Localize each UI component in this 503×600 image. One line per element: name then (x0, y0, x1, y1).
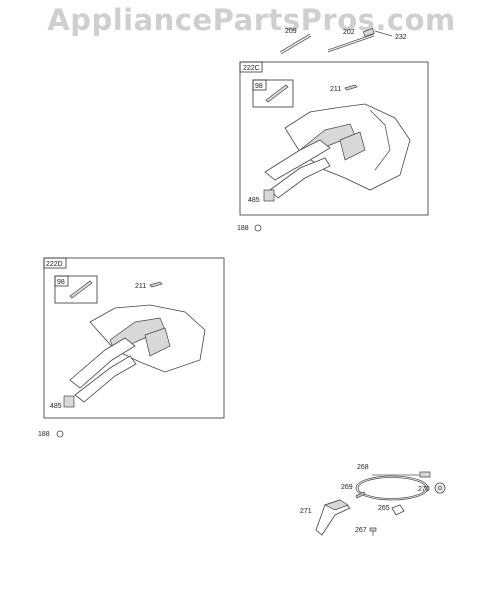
part-271[interactable]: 271 (300, 499, 351, 536)
part-label-269: 269 (341, 484, 353, 491)
part-label-267: 267 (355, 527, 367, 534)
part-232[interactable]: 232 (374, 30, 407, 41)
assembly-label-222c: 222C (243, 65, 260, 72)
part-202[interactable]: 202 (327, 28, 375, 53)
part-label-271: 271 (300, 508, 312, 515)
part-label-98-c: 98 (255, 83, 263, 90)
part-label-202: 202 (343, 29, 355, 36)
part-label-265: 265 (378, 505, 390, 512)
part-270[interactable]: 270 (418, 482, 446, 494)
assembly-label-222d: 222D (46, 261, 63, 268)
part-label-485-c: 485 (248, 197, 260, 204)
part-label-98-d: 98 (57, 279, 65, 286)
part-label-268: 268 (357, 464, 369, 471)
part-265[interactable]: 265 (378, 504, 405, 516)
part-209[interactable]: 209 (279, 28, 312, 55)
part-268-cable[interactable]: 268 (355, 464, 431, 501)
watermark: AppliancePartsPros.com (47, 3, 456, 37)
part-label-232: 232 (395, 34, 407, 41)
part-267[interactable]: 267 (355, 527, 377, 536)
part-label-485-d: 485 (50, 403, 62, 410)
part-label-188-upper: 188 (237, 225, 249, 232)
assembly-222d[interactable]: 222D 98 211 485 (43, 257, 225, 419)
part-269[interactable]: 269 (341, 484, 366, 499)
assembly-222c[interactable]: 222C 98 211 485 (239, 61, 429, 216)
part-label-270: 270 (418, 486, 430, 493)
part-label-209: 209 (285, 28, 297, 35)
part-label-211-c: 211 (330, 86, 341, 93)
part-label-211-d: 211 (135, 283, 146, 290)
part-188-lower[interactable]: 188 (38, 430, 64, 438)
part-label-188-lower: 188 (38, 431, 50, 438)
part-188-upper[interactable]: 188 (237, 224, 262, 232)
